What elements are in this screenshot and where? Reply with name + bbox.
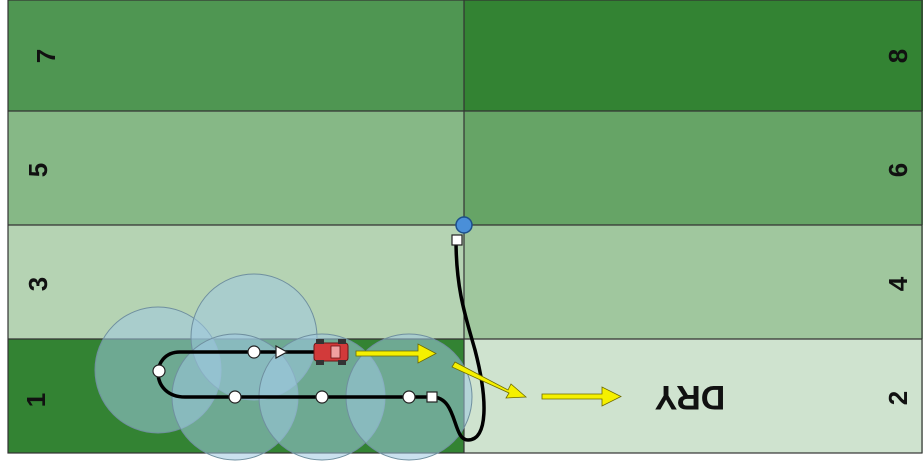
direction-arrow [451, 361, 528, 399]
field-border [7, 0, 923, 454]
robot-path [156, 238, 486, 442]
plot-7 [8, 0, 464, 111]
plot-label-1: 1 [21, 393, 51, 407]
waypoint [247, 345, 261, 359]
robot-wheel [316, 360, 324, 365]
plot-4 [464, 225, 923, 339]
robot-wheel [316, 339, 324, 344]
waypoint [315, 390, 329, 404]
waypoint-triangle [275, 344, 289, 360]
robot-vehicle-icon [313, 339, 349, 365]
plot-label-4: 4 [883, 276, 913, 291]
robot-wheel [338, 360, 346, 365]
direction-arrows [355, 343, 622, 407]
plot-8 [464, 0, 923, 111]
robot-wheel [338, 339, 346, 344]
dry-label: DRY [654, 378, 725, 416]
direction-arrow [541, 386, 622, 407]
plot-label-8: 8 [883, 49, 913, 63]
robot-cab [330, 345, 341, 359]
location-marker-icon [455, 216, 473, 234]
plot-label-3: 3 [23, 277, 53, 291]
plot-labels: 7 5 3 1 8 6 4 2 [21, 49, 913, 407]
waypoint [228, 390, 242, 404]
waypoint-square [451, 234, 463, 246]
plot-label-6: 6 [883, 163, 913, 177]
plot-2 [464, 339, 923, 453]
plot-label-2: 2 [883, 391, 913, 405]
waypoint-square [426, 391, 438, 403]
plot-6 [464, 111, 923, 225]
plot-5 [8, 111, 464, 225]
waypoint [402, 390, 416, 404]
waypoints [152, 234, 463, 404]
direction-arrow [355, 343, 437, 364]
coverage-circles [94, 273, 473, 461]
grid-lines [7, 0, 923, 454]
coverage-path [156, 238, 486, 442]
waypoint [152, 364, 166, 378]
plot-label-5: 5 [23, 163, 53, 177]
plot-label-7: 7 [31, 49, 61, 63]
